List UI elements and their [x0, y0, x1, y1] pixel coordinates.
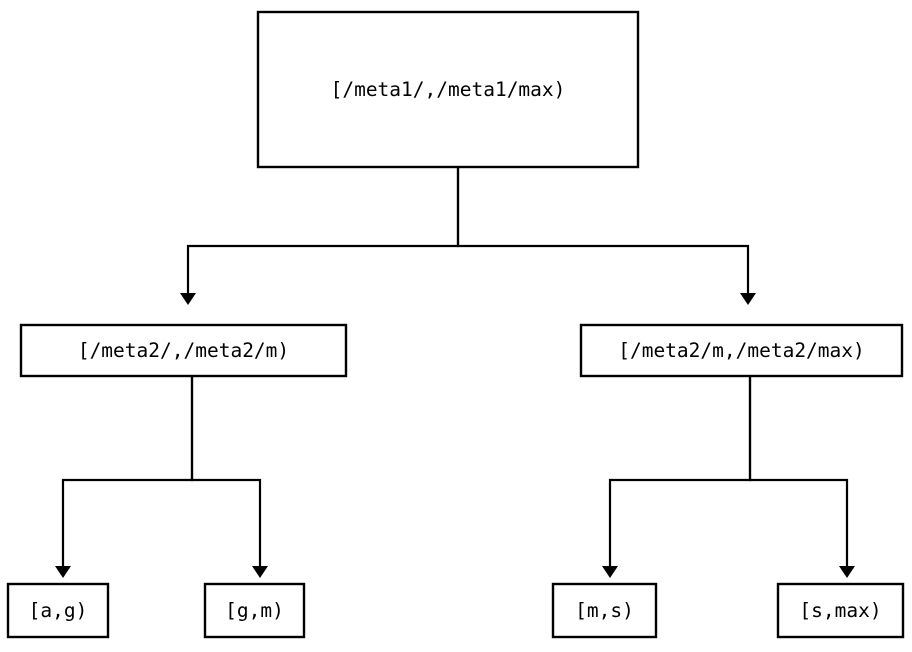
arrow-head-icon: [180, 293, 196, 305]
tree-edge: [61, 376, 194, 566]
tree-edge: [456, 167, 750, 293]
tree-node-label: [/meta1/,/meta1/max): [331, 78, 566, 101]
tree-edge: [186, 167, 460, 293]
tree-node[interactable]: [a,g): [6, 582, 110, 639]
tree-node-box[interactable]: [551, 582, 658, 639]
arrow-head-icon: [55, 566, 71, 578]
tree-node[interactable]: [s,max): [776, 582, 905, 639]
arrow-head-icon: [839, 566, 855, 578]
tree-node-label: [s,max): [799, 599, 881, 622]
tree-node-box[interactable]: [256, 10, 640, 169]
tree-node-label: [a,g): [29, 599, 88, 622]
tree-node-box[interactable]: [776, 582, 905, 639]
arrow-layer: [55, 293, 855, 578]
tree-node-label: [/meta2/m,/meta2/max): [618, 339, 865, 362]
tree-node[interactable]: [m,s): [551, 582, 658, 639]
tree-node[interactable]: [/meta1/,/meta1/max): [256, 10, 640, 169]
tree-node[interactable]: [/meta2/,/meta2/m): [19, 323, 348, 378]
tree-node-box[interactable]: [6, 582, 110, 639]
tree-edge: [190, 376, 262, 566]
node-layer: [/meta1/,/meta1/max) [/meta2/,/meta2/m) [/…: [6, 10, 905, 639]
tree-edge: [748, 376, 849, 566]
tree-node-label: [g,m): [225, 599, 284, 622]
arrow-head-icon: [740, 293, 756, 305]
arrow-head-icon: [602, 566, 618, 578]
tree-node-box[interactable]: [579, 323, 904, 378]
tree-node[interactable]: [/meta2/m,/meta2/max): [579, 323, 904, 378]
tree-node[interactable]: [g,m): [203, 582, 306, 639]
arrow-head-icon: [252, 566, 268, 578]
edge-layer: [61, 167, 849, 566]
tree-edge: [608, 376, 752, 566]
tree-node-box[interactable]: [203, 582, 306, 639]
tree-node-box[interactable]: [19, 323, 348, 378]
tree-node-label: [/meta2/,/meta2/m): [78, 339, 289, 362]
tree-node-label: [m,s): [575, 599, 634, 622]
